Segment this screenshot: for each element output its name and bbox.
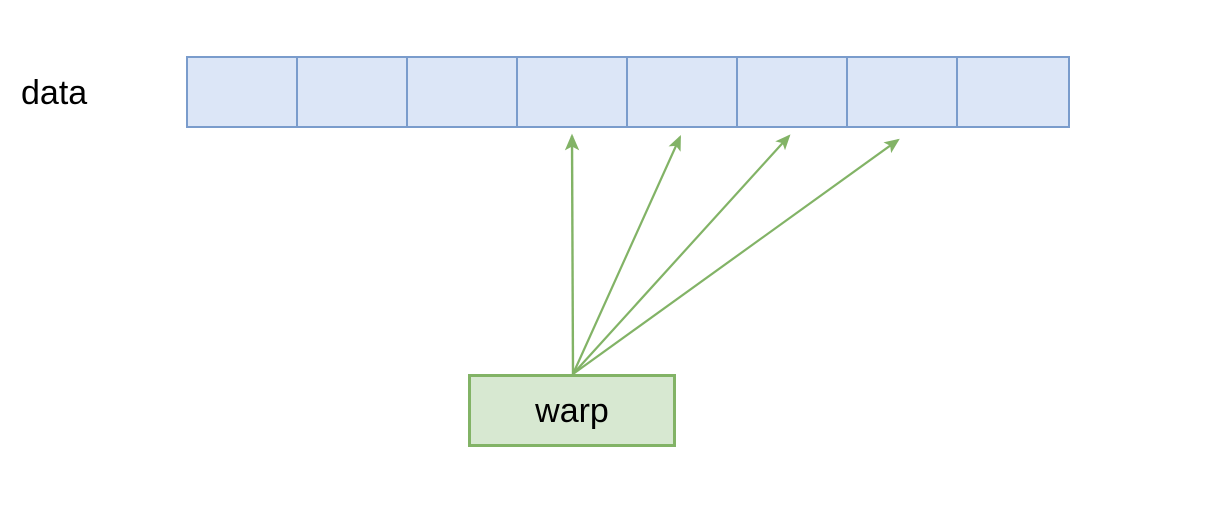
arrow-group [564,133,900,375]
warp-node[interactable]: warp [468,374,676,447]
warp-node-label: warp [535,391,609,430]
data-array [186,56,1070,128]
data-array-label: data [21,74,88,112]
array-cell[interactable] [408,58,518,126]
arrow-to-cell-3 [564,133,580,375]
array-cell[interactable] [848,58,958,126]
array-cell[interactable] [738,58,848,126]
array-cell[interactable] [628,58,738,126]
array-cell[interactable] [188,58,298,126]
array-cell[interactable] [518,58,628,126]
array-cell[interactable] [298,58,408,126]
arrow-to-cell-5 [572,134,791,375]
arrow-to-cell-6 [572,138,900,375]
array-cell[interactable] [958,58,1068,126]
arrow-to-cell-4 [571,134,682,375]
